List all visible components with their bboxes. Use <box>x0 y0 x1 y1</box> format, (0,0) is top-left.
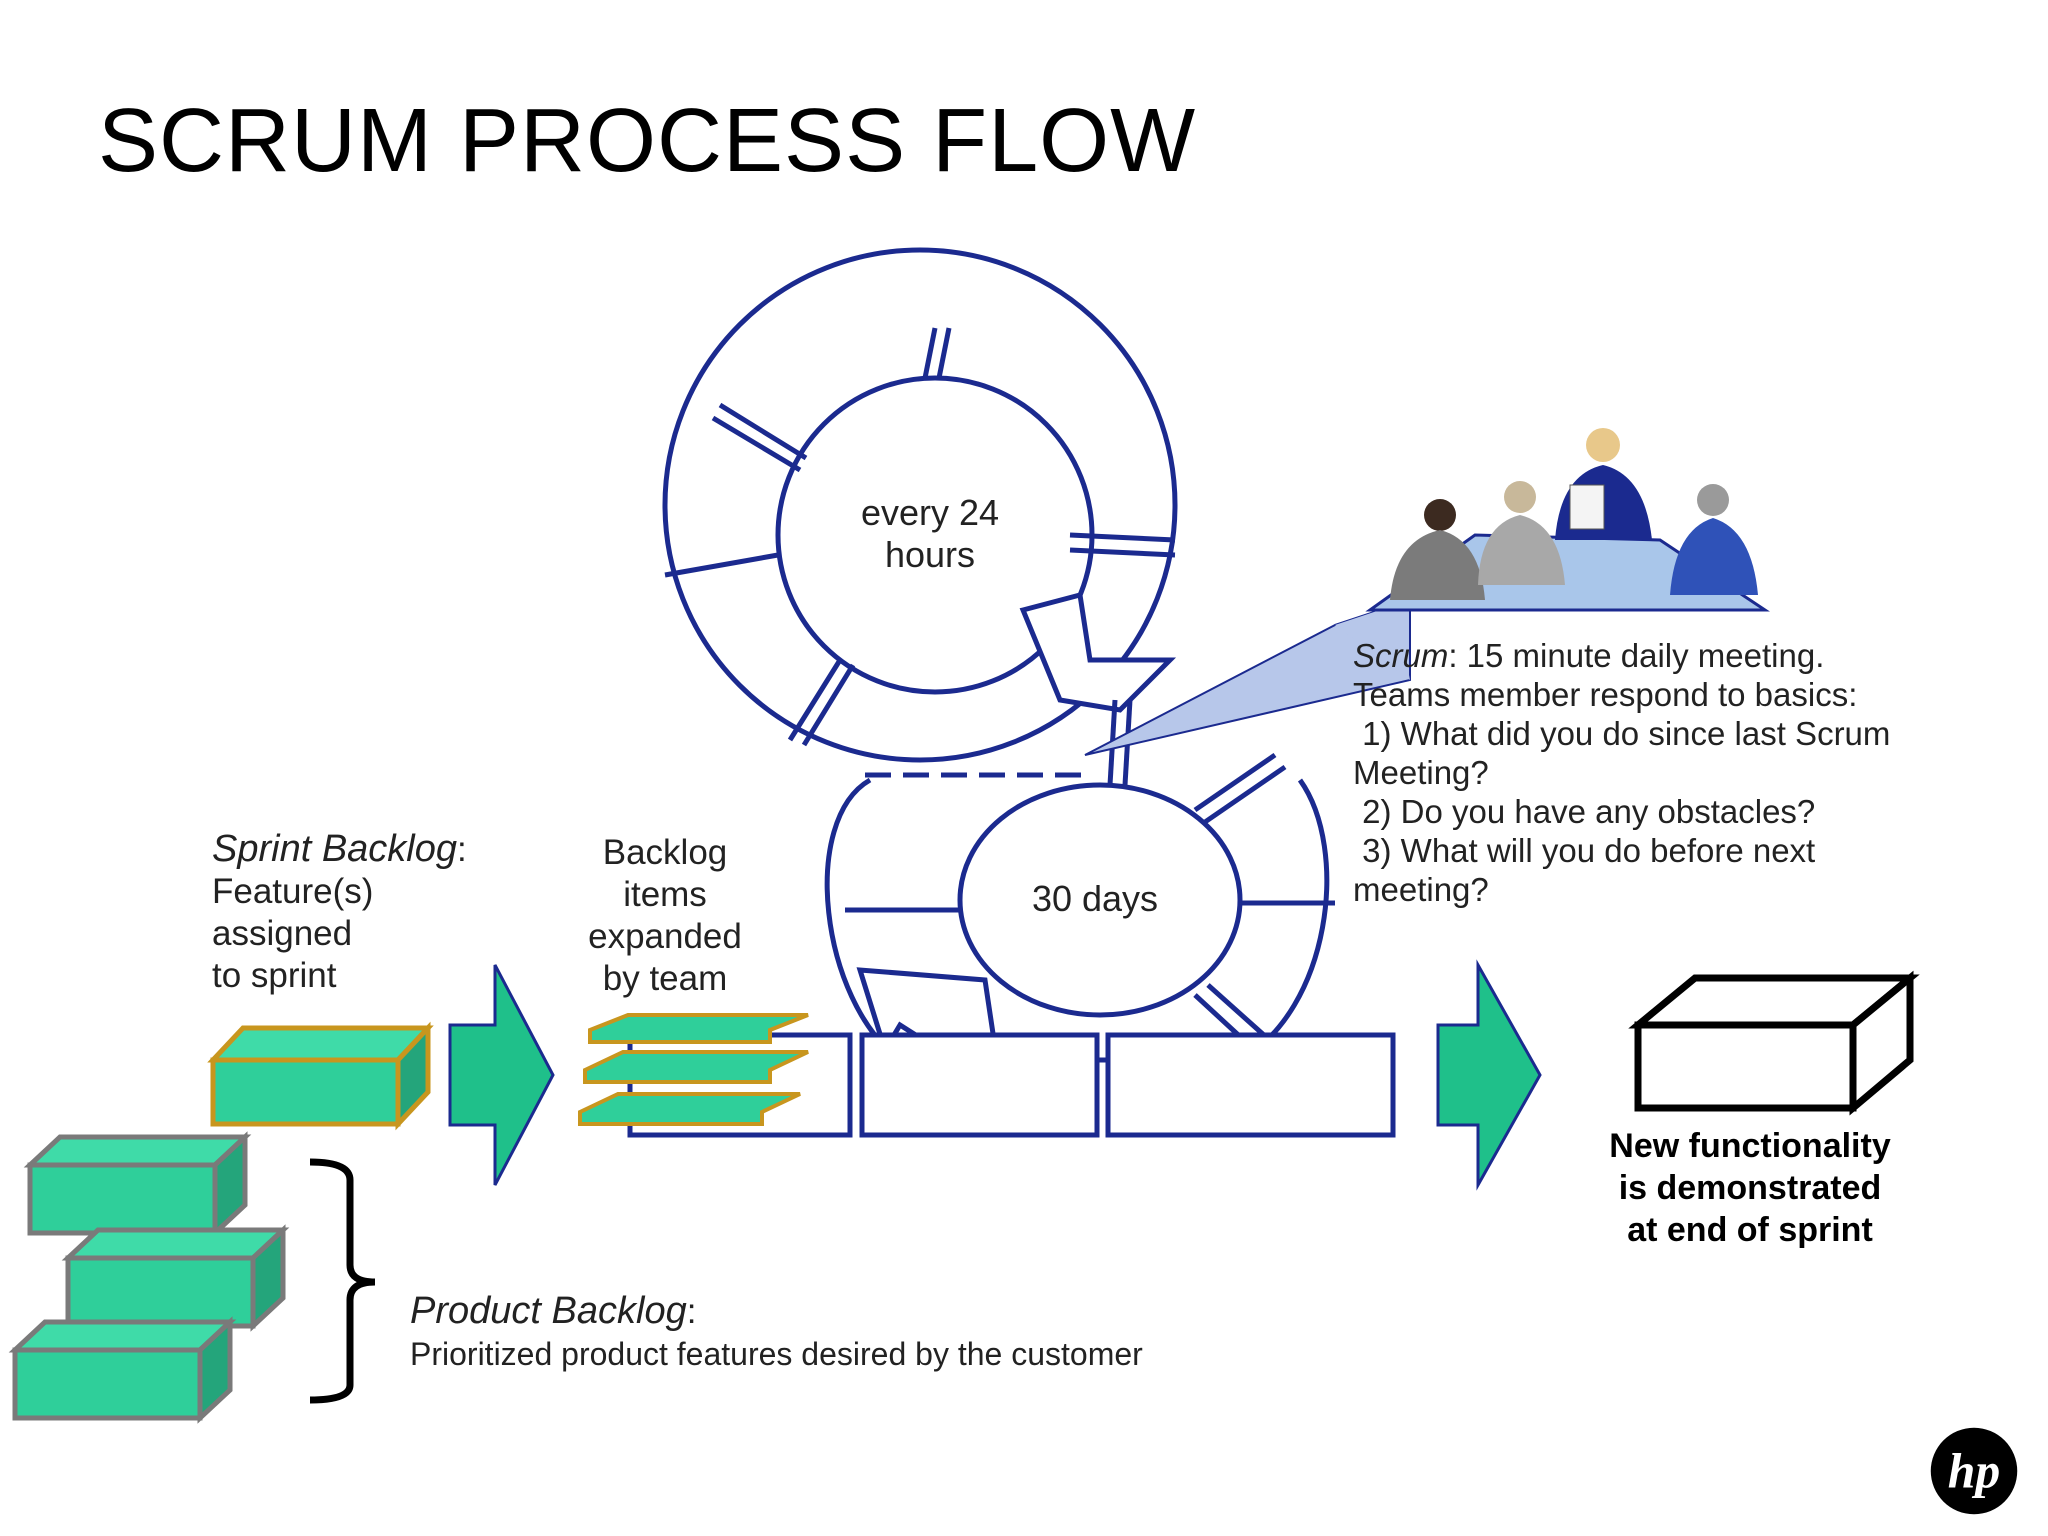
backlog-slab <box>578 1092 801 1126</box>
scrum-note-line: Teams member respond to basics: <box>1353 676 1858 713</box>
daily-cycle-divider <box>936 327 952 379</box>
sprint-track-segment <box>1105 1032 1396 1138</box>
product-backlog-heading-colon: : <box>686 1292 697 1331</box>
daily-cycle-divider <box>664 552 779 578</box>
daily-cycle-label: every 24 hours <box>840 492 1020 576</box>
hp-logo-text: hp <box>1948 1444 2000 1499</box>
scrum-note-line: Meeting? <box>1353 754 1489 791</box>
expanded-backlog-items <box>578 1013 809 1126</box>
product-backlog-description: Prioritized product features desired by … <box>410 1336 1143 1372</box>
new-functionality-box <box>1628 970 1920 1116</box>
scrum-note-first-line: : 15 minute daily meeting. <box>1448 637 1825 674</box>
daily-cycle-ring <box>662 247 1178 763</box>
meeting-illustration <box>1365 428 1770 612</box>
daily-cycle-label-line: every 24 <box>860 492 1000 533</box>
sprint-cycle-ring <box>824 699 1335 1063</box>
daily-cycle-divider <box>718 402 808 461</box>
backlog-items-line: by team <box>602 959 728 998</box>
meeting-person <box>1478 481 1565 585</box>
daily-cycle-label-line: hours <box>884 534 976 575</box>
product-backlog-block <box>61 1224 290 1332</box>
meeting-person <box>1555 428 1652 540</box>
daily-cycle-divider <box>1069 532 1176 543</box>
sprint-backlog-line: to sprint <box>212 956 337 995</box>
flow-arrow-out-of-sprint <box>1436 959 1542 1191</box>
daily-cycle-outer <box>662 247 1178 763</box>
sprint-cycle-divider <box>1203 764 1287 825</box>
new-functionality-line: at end of sprint <box>1627 1211 1873 1249</box>
meeting-person <box>1670 484 1758 595</box>
sprint-cycle-divider <box>1193 752 1277 813</box>
sprint-cycle-label: 30 days <box>1031 878 1159 919</box>
new-functionality-line: New functionality <box>1609 1127 1891 1165</box>
sprint-track-segment <box>859 1032 1100 1138</box>
product-backlog-label: Product Backlog: Prioritized product fea… <box>410 1290 1143 1375</box>
scrum-note-line: 2) Do you have any obstacles? <box>1353 793 1816 830</box>
scrum-meeting-note: Scrum: 15 minute daily meeting. Teams me… <box>1353 636 1890 909</box>
sprint-backlog-heading: Sprint Backlog <box>212 828 458 870</box>
product-backlog-bracket <box>309 1158 376 1404</box>
daily-cycle-divider <box>922 327 938 379</box>
product-backlog-block <box>23 1131 252 1239</box>
daily-cycle-arrowhead <box>1019 591 1177 713</box>
backlog-items-line: expanded <box>588 917 742 956</box>
daily-cycle-divider <box>1069 547 1176 558</box>
flow-arrow-into-sprint <box>448 964 555 1186</box>
sprint-backlog-line: assigned <box>212 914 353 953</box>
sprint-backlog-line: Feature(s) <box>212 872 374 911</box>
meeting-person <box>1390 499 1485 600</box>
scrum-note-line: 3) What will you do before next <box>1353 832 1816 869</box>
hp-logo: hp <box>1930 1427 2018 1515</box>
sprint-cycle-inner <box>957 782 1243 1018</box>
scrum-note-line: 1) What did you do since last Scrum <box>1353 715 1891 752</box>
scrum-note-line: meeting? <box>1353 871 1489 908</box>
product-backlog-heading: Product Backlog <box>410 1290 687 1332</box>
product-backlog-block <box>8 1316 237 1424</box>
new-functionality-label: New functionality is demonstrated at end… <box>1540 1125 1960 1251</box>
backlog-slab <box>583 1050 809 1084</box>
backlog-slab <box>588 1013 809 1044</box>
daily-cycle-divider <box>801 663 856 747</box>
scrum-callout-panel <box>1335 605 1410 680</box>
scrum-note-heading: Scrum <box>1353 637 1449 674</box>
daily-cycle-divider <box>787 658 843 742</box>
new-functionality-line: is demonstrated <box>1618 1169 1882 1207</box>
backlog-items-line: items <box>623 875 707 914</box>
backlog-items-line: Backlog <box>602 833 728 872</box>
sprint-backlog-heading-colon: : <box>457 830 467 869</box>
page-title: SCRUM PROCESS FLOW <box>98 91 1197 191</box>
daily-cycle-divider <box>711 415 802 473</box>
product-backlog-blocks <box>8 1131 290 1424</box>
sprint-backlog-label: Sprint Backlog: Feature(s) assigned to s… <box>212 828 467 997</box>
backlog-items-label: Backlog items expanded by team <box>565 832 765 1000</box>
sprint-backlog-block <box>207 1021 434 1131</box>
